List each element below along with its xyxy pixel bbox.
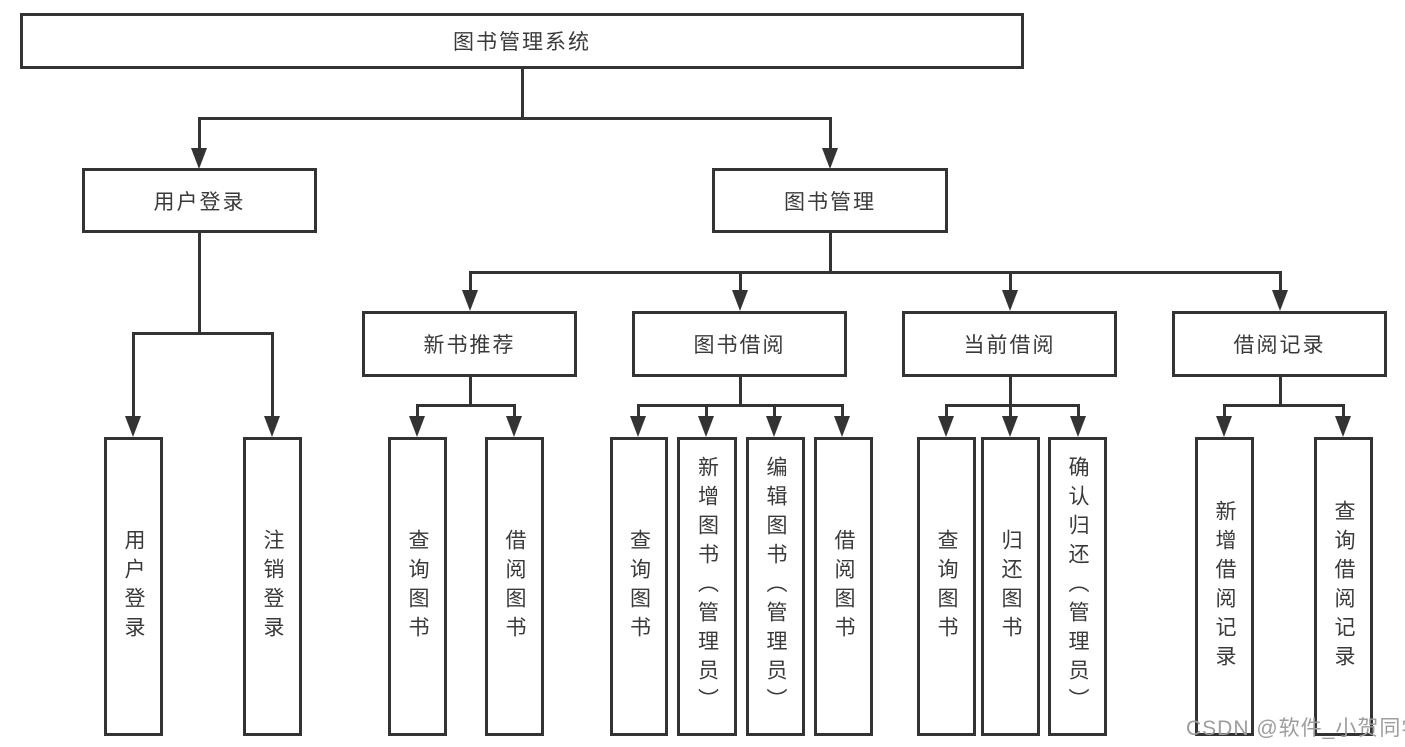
leaf-label: 注销登录 bbox=[261, 528, 285, 645]
leaf-label: 查询图书 bbox=[406, 528, 430, 645]
connector-vline bbox=[468, 271, 472, 293]
node-new-book-recommendation: 新书推荐 bbox=[362, 311, 577, 377]
node-library-management-system: 图书管理系统 bbox=[20, 13, 1024, 69]
connector-arrowhead bbox=[1002, 290, 1018, 311]
connector-vline bbox=[131, 332, 135, 417]
connector-arrowhead bbox=[732, 290, 748, 311]
connector-vline bbox=[828, 117, 832, 150]
connector-hline bbox=[468, 271, 1282, 274]
connector-arrowhead bbox=[409, 416, 425, 437]
connector-vline bbox=[1278, 376, 1282, 407]
connector-hline bbox=[197, 117, 832, 120]
leaf-label: 查询图书 bbox=[935, 528, 959, 645]
node-label: 图书管理 bbox=[784, 190, 876, 214]
connector-hline bbox=[1222, 404, 1345, 407]
leaf-label: 新增图书（管理员） bbox=[695, 456, 719, 717]
leaf-query-book-recommend: 查询图书 bbox=[388, 437, 447, 736]
connector-arrowhead bbox=[698, 416, 714, 437]
leaf-label: 确认归还（管理员） bbox=[1066, 456, 1090, 717]
connector-vline bbox=[1008, 376, 1012, 407]
connector-hline bbox=[415, 404, 516, 407]
node-label: 借阅记录 bbox=[1233, 334, 1326, 357]
connector-arrowhead bbox=[1002, 416, 1018, 437]
connector-vline bbox=[772, 404, 776, 417]
connector-vline bbox=[828, 233, 832, 274]
connector-arrowhead bbox=[766, 416, 782, 437]
leaf-query-borrow-record: 查询借阅记录 bbox=[1314, 437, 1373, 736]
leaf-user-login: 用户登录 bbox=[104, 437, 163, 736]
connector-arrowhead bbox=[506, 416, 522, 437]
leaf-add-book-admin: 新增图书（管理员） bbox=[677, 437, 737, 736]
connector-vline bbox=[415, 404, 419, 417]
connector-hline bbox=[944, 404, 1080, 407]
connector-arrowhead bbox=[191, 148, 207, 169]
node-label: 当前借阅 bbox=[963, 334, 1056, 357]
leaf-label: 查询借阅记录 bbox=[1332, 499, 1356, 674]
node-user-login: 用户登录 bbox=[82, 168, 317, 233]
connector-vline bbox=[1278, 271, 1282, 293]
connector-vline bbox=[840, 404, 844, 417]
leaf-confirm-return-admin: 确认归还（管理员） bbox=[1048, 437, 1107, 736]
node-borrowing-records: 借阅记录 bbox=[1172, 311, 1387, 377]
connector-vline bbox=[1222, 404, 1226, 417]
connector-arrowhead bbox=[125, 416, 141, 437]
connector-vline bbox=[521, 68, 524, 119]
connector-arrowhead bbox=[834, 416, 850, 437]
connector-hline bbox=[131, 332, 274, 335]
connector-vline bbox=[197, 117, 201, 150]
connector-hline bbox=[636, 404, 844, 407]
leaf-logout: 注销登录 bbox=[243, 437, 302, 736]
node-book-borrowing: 图书借阅 bbox=[632, 311, 847, 377]
node-current-borrowing: 当前借阅 bbox=[902, 311, 1117, 377]
connector-vline bbox=[270, 332, 274, 417]
connector-vline bbox=[944, 404, 948, 417]
csdn-watermark: CSDN @软件_小贺同学 bbox=[1186, 717, 1405, 740]
leaf-borrow-book: 借阅图书 bbox=[814, 437, 873, 736]
leaf-edit-book-admin: 编辑图书（管理员） bbox=[746, 437, 805, 736]
connector-vline bbox=[704, 404, 708, 417]
connector-arrowhead bbox=[1335, 416, 1351, 437]
leaf-label: 借阅图书 bbox=[832, 528, 856, 645]
leaf-label: 归还图书 bbox=[999, 528, 1023, 645]
leaf-label: 新增借阅记录 bbox=[1213, 499, 1237, 674]
connector-vline bbox=[636, 404, 640, 417]
connector-arrowhead bbox=[462, 290, 478, 311]
connector-arrowhead bbox=[938, 416, 954, 437]
connector-vline bbox=[1076, 404, 1080, 417]
leaf-label: 用户登录 bbox=[122, 528, 146, 645]
node-label: 新书推荐 bbox=[423, 334, 516, 357]
leaf-label: 编辑图书（管理员） bbox=[764, 456, 788, 717]
leaf-query-book-borrow: 查询图书 bbox=[610, 437, 668, 736]
leaf-return-book: 归还图书 bbox=[981, 437, 1040, 736]
leaf-label: 借阅图书 bbox=[503, 528, 527, 645]
leaf-query-book-current: 查询图书 bbox=[917, 437, 976, 736]
connector-vline bbox=[1008, 271, 1012, 293]
connector-arrowhead bbox=[822, 148, 838, 169]
connector-arrowhead bbox=[630, 416, 646, 437]
leaf-add-borrow-record: 新增借阅记录 bbox=[1195, 437, 1254, 736]
leaf-borrow-book-recommend: 借阅图书 bbox=[485, 437, 544, 736]
connector-vline bbox=[738, 376, 742, 407]
connector-vline bbox=[512, 404, 516, 417]
connector-vline bbox=[1341, 404, 1345, 417]
leaf-label: 查询图书 bbox=[627, 528, 651, 645]
connector-vline bbox=[1008, 404, 1012, 417]
connector-vline bbox=[197, 232, 201, 335]
node-label: 用户登录 bbox=[153, 190, 246, 214]
node-label: 图书管理系统 bbox=[453, 31, 591, 54]
node-book-management: 图书管理 bbox=[712, 168, 948, 233]
connector-arrowhead bbox=[1272, 290, 1288, 311]
node-label: 图书借阅 bbox=[693, 334, 786, 357]
connector-arrowhead bbox=[1216, 416, 1232, 437]
connector-arrowhead bbox=[264, 416, 280, 437]
connector-arrowhead bbox=[1070, 416, 1086, 437]
connector-vline bbox=[738, 271, 742, 293]
connector-vline bbox=[468, 376, 472, 407]
